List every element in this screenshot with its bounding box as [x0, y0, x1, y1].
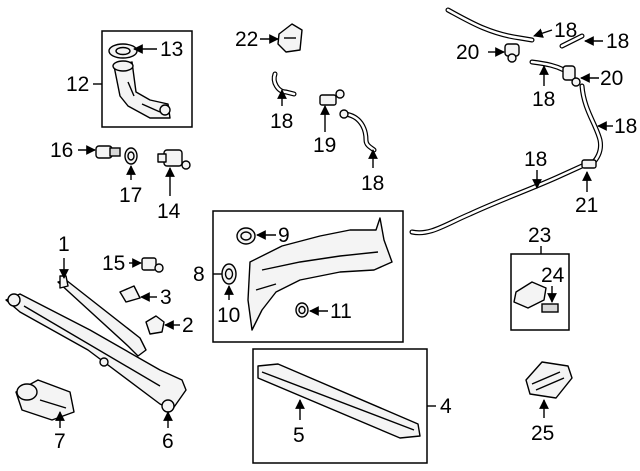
callout-5: 5: [293, 424, 305, 447]
callout-20a: 20: [456, 41, 479, 64]
callout-9: 9: [278, 224, 290, 247]
hose-joint-part: [319, 89, 349, 119]
callout-17: 17: [119, 184, 142, 207]
connector-part: [581, 159, 597, 169]
wiper-blade-part: [257, 363, 421, 439]
nozzle-kit-part: [513, 281, 559, 313]
reservoir-assembly-box: [212, 210, 404, 343]
callout-8: 8: [193, 263, 205, 286]
callout-3: 3: [160, 286, 172, 309]
callout-18d: 18: [606, 30, 629, 53]
wiper-linkage-part: [5, 293, 187, 413]
callout-labels: 1 2 3 4 5 6 7 8 9 10 11 12 13 14 15 16 1…: [50, 19, 637, 453]
reservoir-part: [247, 217, 393, 331]
callout-18a: 18: [270, 110, 293, 133]
pump-grommet-part: [124, 147, 138, 165]
callout-25: 25: [531, 422, 554, 445]
callout-12: 12: [66, 73, 89, 96]
check-valve-lower: [562, 65, 581, 87]
callout-7: 7: [54, 430, 66, 453]
wiper-bracket-part: [525, 361, 573, 399]
reservoir-grommet-part: [295, 302, 309, 318]
callout-16: 16: [50, 139, 73, 162]
callout-1: 1: [58, 233, 70, 256]
leader-lines: [55, 28, 613, 428]
callout-18c: 18: [554, 19, 577, 42]
nozzle-kit-box: [510, 253, 570, 331]
callout-10: 10: [217, 304, 240, 327]
callout-15: 15: [102, 252, 125, 275]
callout-23: 23: [528, 224, 551, 247]
callout-18g: 18: [524, 148, 547, 171]
hose-bracket-part: [277, 23, 303, 53]
callout-2: 2: [182, 314, 194, 337]
callout-11: 11: [330, 300, 352, 323]
reservoir-cap-part: [236, 227, 256, 245]
check-valve-upper: [504, 43, 520, 63]
callout-19: 19: [313, 134, 336, 157]
washer-pump-part: [95, 145, 121, 159]
filler-assembly-box: [101, 30, 193, 128]
pivot-cap-part: [145, 315, 165, 335]
callout-18b: 18: [361, 172, 384, 195]
callout-24: 24: [541, 264, 565, 287]
filler-neck-part: [112, 60, 171, 119]
washer-motor-part: [157, 149, 191, 170]
callout-20b: 20: [600, 67, 623, 90]
callout-13: 13: [160, 38, 183, 61]
washer-nozzle-part: [141, 257, 164, 273]
gasket-part: [108, 43, 138, 59]
callout-18f: 18: [614, 115, 637, 138]
callout-4: 4: [440, 395, 452, 418]
reservoir-seal-part: [221, 263, 237, 285]
washer-hoses: [271, 7, 603, 236]
callout-14: 14: [157, 200, 181, 223]
callout-22: 22: [235, 28, 258, 51]
callout-18e: 18: [532, 88, 555, 111]
callout-6: 6: [162, 430, 174, 453]
callout-21: 21: [575, 194, 598, 217]
arm-cover-part: [119, 285, 141, 303]
wiper-motor-part: [15, 379, 75, 421]
